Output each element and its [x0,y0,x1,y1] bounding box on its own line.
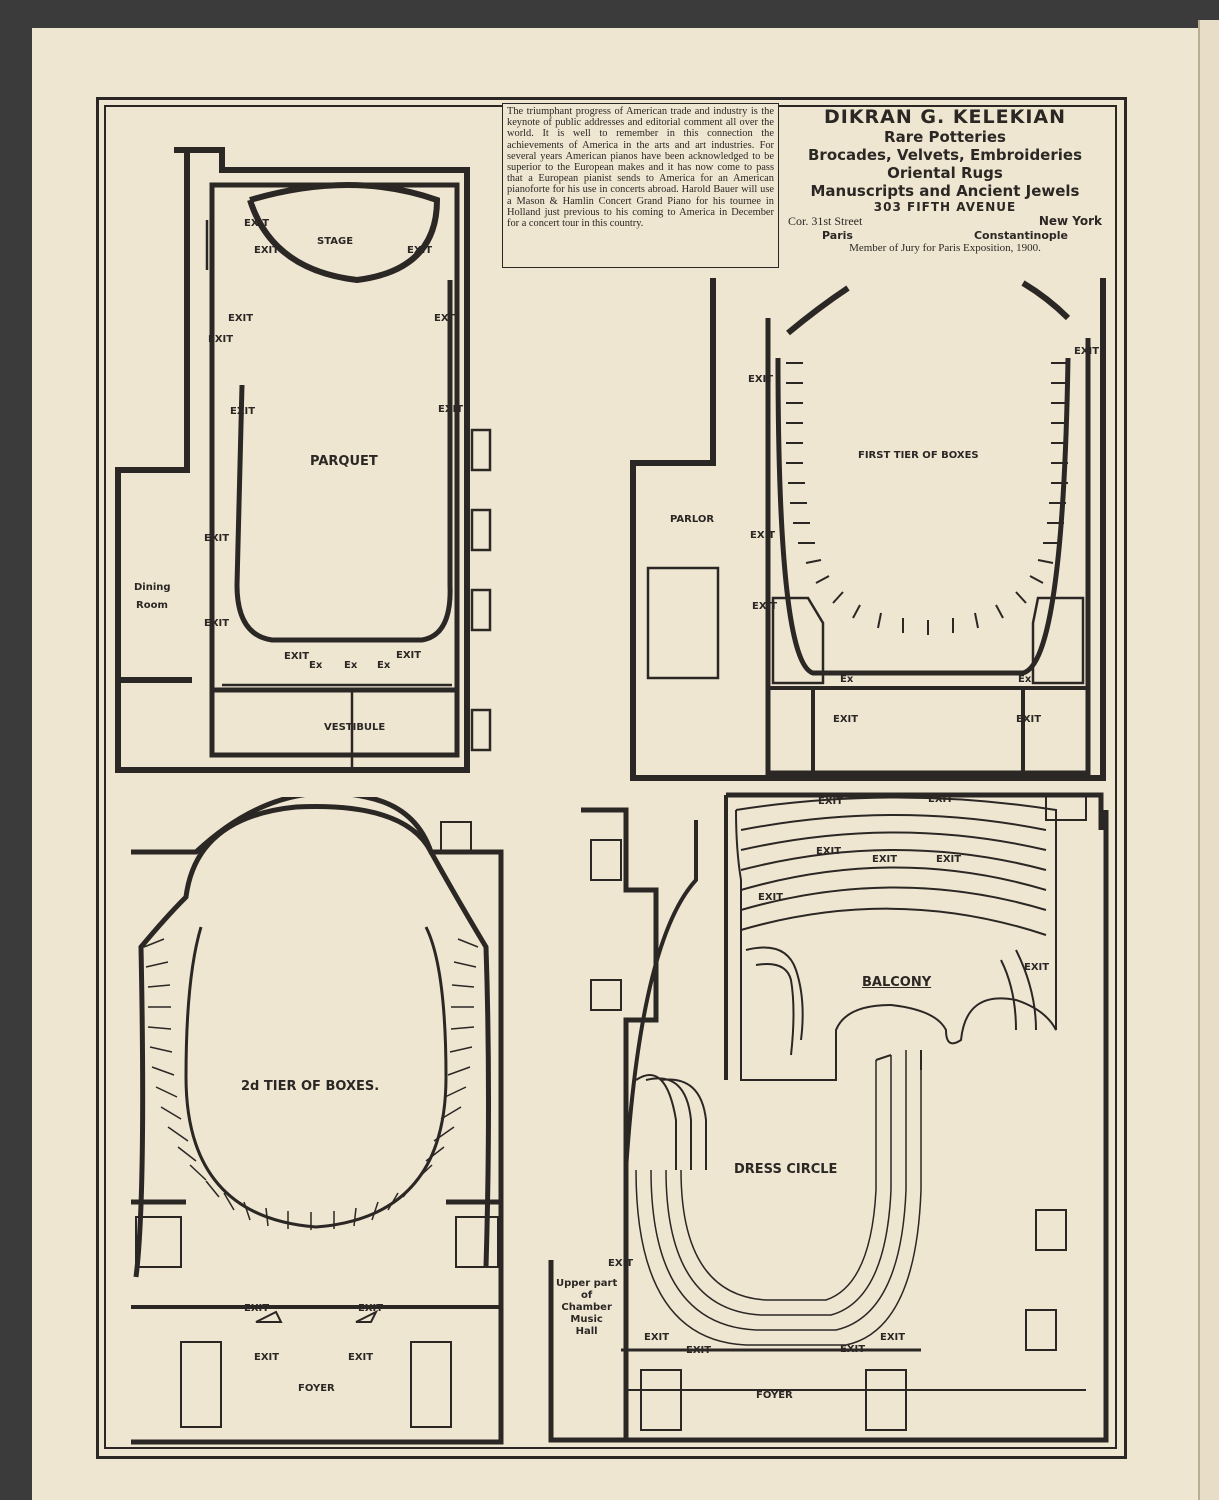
ad-title: DIKRAN G. KELEKIAN [823,106,1067,128]
program-page [32,28,1202,1500]
exit-label: EXIT [228,313,254,324]
ad-branch-constantinople: Constantinople [973,229,1068,242]
first-tier-title: FIRST TIER OF BOXES [858,450,979,461]
exit-label: EXIT [880,1332,906,1343]
exit-label: EXIT [928,794,954,805]
exit-label: EXIT [1074,346,1100,357]
chamber-line: Music [570,1314,603,1325]
ad-line-4: Manuscripts and Ancient Jewels [810,182,1080,200]
exit-label: EXIT [254,245,280,256]
exit-label: EXIT [244,1303,270,1314]
exit-label: EXIT [407,245,433,256]
exit-label: EXIT [872,854,898,865]
chamber-line: Hall [575,1326,598,1337]
ex-label: Ex [840,674,854,685]
room-label: Room [136,600,168,611]
ex-label: Ex [1018,674,1032,685]
exit-label: EXIT [752,601,778,612]
chamber-line: of [581,1290,593,1301]
notice-paragraph: The triumphant progress of American trad… [502,103,779,268]
ad-branch-row: Paris Constantinople [782,229,1108,242]
exit-label: EXIT [686,1345,712,1356]
chamber-line: Upper part [556,1278,618,1289]
stage-label: STAGE [317,236,354,247]
exit-label: EXIT [244,218,270,229]
exit-label: EXIT [204,618,230,629]
parquet-plan-drawing [115,147,492,773]
page-border-outer [96,97,1127,1459]
balcony-label: BALCONY [862,975,932,990]
ad-corner-row: Cor. 31st Street New York [782,214,1108,229]
ad-address: 303 FIFTH AVENUE [873,200,1017,214]
ad-branch-paris: Paris [822,229,853,242]
exit-label: EXIT [1016,714,1042,725]
ex-label: Ex [377,660,391,671]
exit-label: EXIT [758,892,784,903]
dress-circle-title: DRESS CIRCLE [734,1162,838,1177]
chamber-line: Chamber [561,1302,612,1313]
ex-label: Ex [309,660,323,671]
exit-label: EXIT [818,796,844,807]
kelekian-advertisement: DIKRAN G. KELEKIAN Rare Potteries Brocad… [782,103,1108,265]
first-tier-floor-plan: EXIT EXIT FIRST TIER OF BOXES PARLOR EXI… [628,278,1108,783]
dining-label: Dining [134,582,171,593]
ad-jury-note: Member of Jury for Paris Exposition, 190… [849,242,1041,254]
binding-edge [1198,20,1219,1500]
foyer-label: FOYER [298,1383,335,1394]
exit-label: EXIT [608,1258,634,1269]
exit-label: EXIT [348,1352,374,1363]
second-tier-floor-plan: 2d TIER OF BOXES. EXIT EXIT EXIT EXIT FO… [126,797,506,1447]
exit-label: EXIT [434,313,460,324]
exit-label: EXIT [840,1344,866,1355]
exit-label: EXIT [1024,962,1050,973]
foyer-label: FOYER [756,1390,793,1401]
dress-circle-floor-plan: EXIT EXIT EXIT EXIT EXIT EXIT EXIT BALCO… [546,790,1111,1445]
dress-circle-plan-drawing [548,792,1109,1443]
exit-label: EXIT [438,404,464,415]
ad-line-3: Oriental Rugs [887,164,1003,182]
ad-corner: Cor. 31st Street [788,214,863,228]
exit-label: EXIT [644,1332,670,1343]
exit-label: EXIT [748,374,774,385]
first-tier-plan-drawing [630,278,1106,781]
ad-city: New York [1038,214,1102,228]
second-tier-title: 2d TIER OF BOXES. [241,1079,380,1094]
parquet-label: PARQUET [310,454,378,469]
ad-line-2: Brocades, Velvets, Embroideries [808,146,1082,164]
exit-label: EXIT [204,533,230,544]
chamber-music-hall-note: Upper part of Chamber Music Hall [556,1278,617,1338]
exit-label: EXIT [254,1352,280,1363]
exit-label: EXIT [284,651,310,662]
ad-line-1: Rare Potteries [884,128,1006,146]
exit-label: EXIT [358,1303,384,1314]
exit-label: EXIT [936,854,962,865]
second-tier-plan-drawing [131,797,504,1445]
vestibule-label: VESTIBULE [324,722,386,733]
exit-label: EXIT [816,846,842,857]
ex-label: Ex [344,660,358,671]
exit-label: EXIT [833,714,859,725]
exit-label: EXIT [396,650,422,661]
exit-label: EXIT [208,334,234,345]
exit-label: EXIT [230,406,256,417]
parlor-label: PARLOR [670,514,715,525]
parquet-floor-plan: EXIT EXIT EXIT STAGE EXIT EXIT EXIT EXIT… [112,130,497,775]
exit-label: EXIT [750,530,776,541]
